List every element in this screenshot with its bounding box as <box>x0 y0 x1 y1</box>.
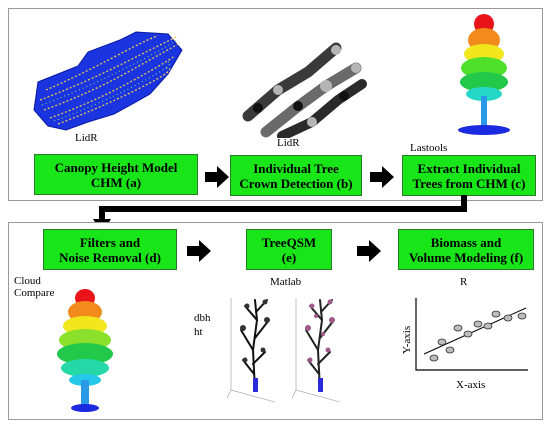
step-b-line2: Crown Detection (b) <box>239 175 353 191</box>
step-b-line1: Individual Tree <box>253 160 339 176</box>
tool-label-d: Cloud Compare <box>14 275 54 299</box>
step-a-line1: Canopy Height Model <box>54 159 178 175</box>
axis-label-x: X-axis <box>456 379 485 391</box>
step-box-a: Canopy Height Model CHM (a) <box>34 154 198 195</box>
axis-label-y: Y-axis <box>401 326 413 354</box>
step-box-d: Filters and Noise Removal (d) <box>43 229 177 270</box>
step-d-line1: Filters and <box>79 234 141 250</box>
step-box-b: Individual Tree Crown Detection (b) <box>230 155 362 196</box>
right-arrow-icon <box>357 240 381 262</box>
tool-label-f: R <box>460 276 468 288</box>
step-d-line2: Noise Removal (d) <box>59 249 161 265</box>
tool-label-e: Matlab <box>270 276 302 288</box>
right-arrow-icon <box>205 166 229 188</box>
tool-label-d-line2: Compare <box>14 287 55 299</box>
right-arrow-icon <box>187 240 211 262</box>
tool-label-d-line1: Cloud <box>14 275 41 287</box>
step-e-line2: (e) <box>281 249 297 265</box>
qsm-model-icon <box>291 298 341 403</box>
tool-label-b: LidR <box>277 137 300 149</box>
chm-map-icon <box>33 31 183 131</box>
step-box-e: TreeQSM (e) <box>246 229 332 270</box>
scatter-plot-icon: Y-axis X-axis <box>401 298 528 391</box>
step-e-line1: TreeQSM <box>261 234 317 250</box>
qsm-model-icon <box>226 298 276 403</box>
tree-point-cloud-icon <box>458 14 510 135</box>
qsm-label-ht: ht <box>194 326 203 338</box>
step-f-line2: Volume Modeling (f) <box>408 249 524 265</box>
step-box-c: Extract Individual Trees from CHM (c) <box>402 155 536 196</box>
tool-label-a: LidR <box>75 132 98 144</box>
step-a-line2: CHM (a) <box>90 174 142 190</box>
tree-point-cloud-icon <box>57 289 113 412</box>
step-c-line2: Trees from CHM (c) <box>412 175 526 191</box>
qsm-label-dbh: dbh <box>194 312 211 324</box>
right-arrow-icon <box>370 166 394 188</box>
crown-segments-icon <box>242 42 367 138</box>
step-box-f: Biomass and Volume Modeling (f) <box>398 229 534 270</box>
step-c-line1: Extract Individual <box>417 160 521 176</box>
tool-label-c: Lastools <box>410 142 448 154</box>
step-f-line1: Biomass and <box>430 234 502 250</box>
